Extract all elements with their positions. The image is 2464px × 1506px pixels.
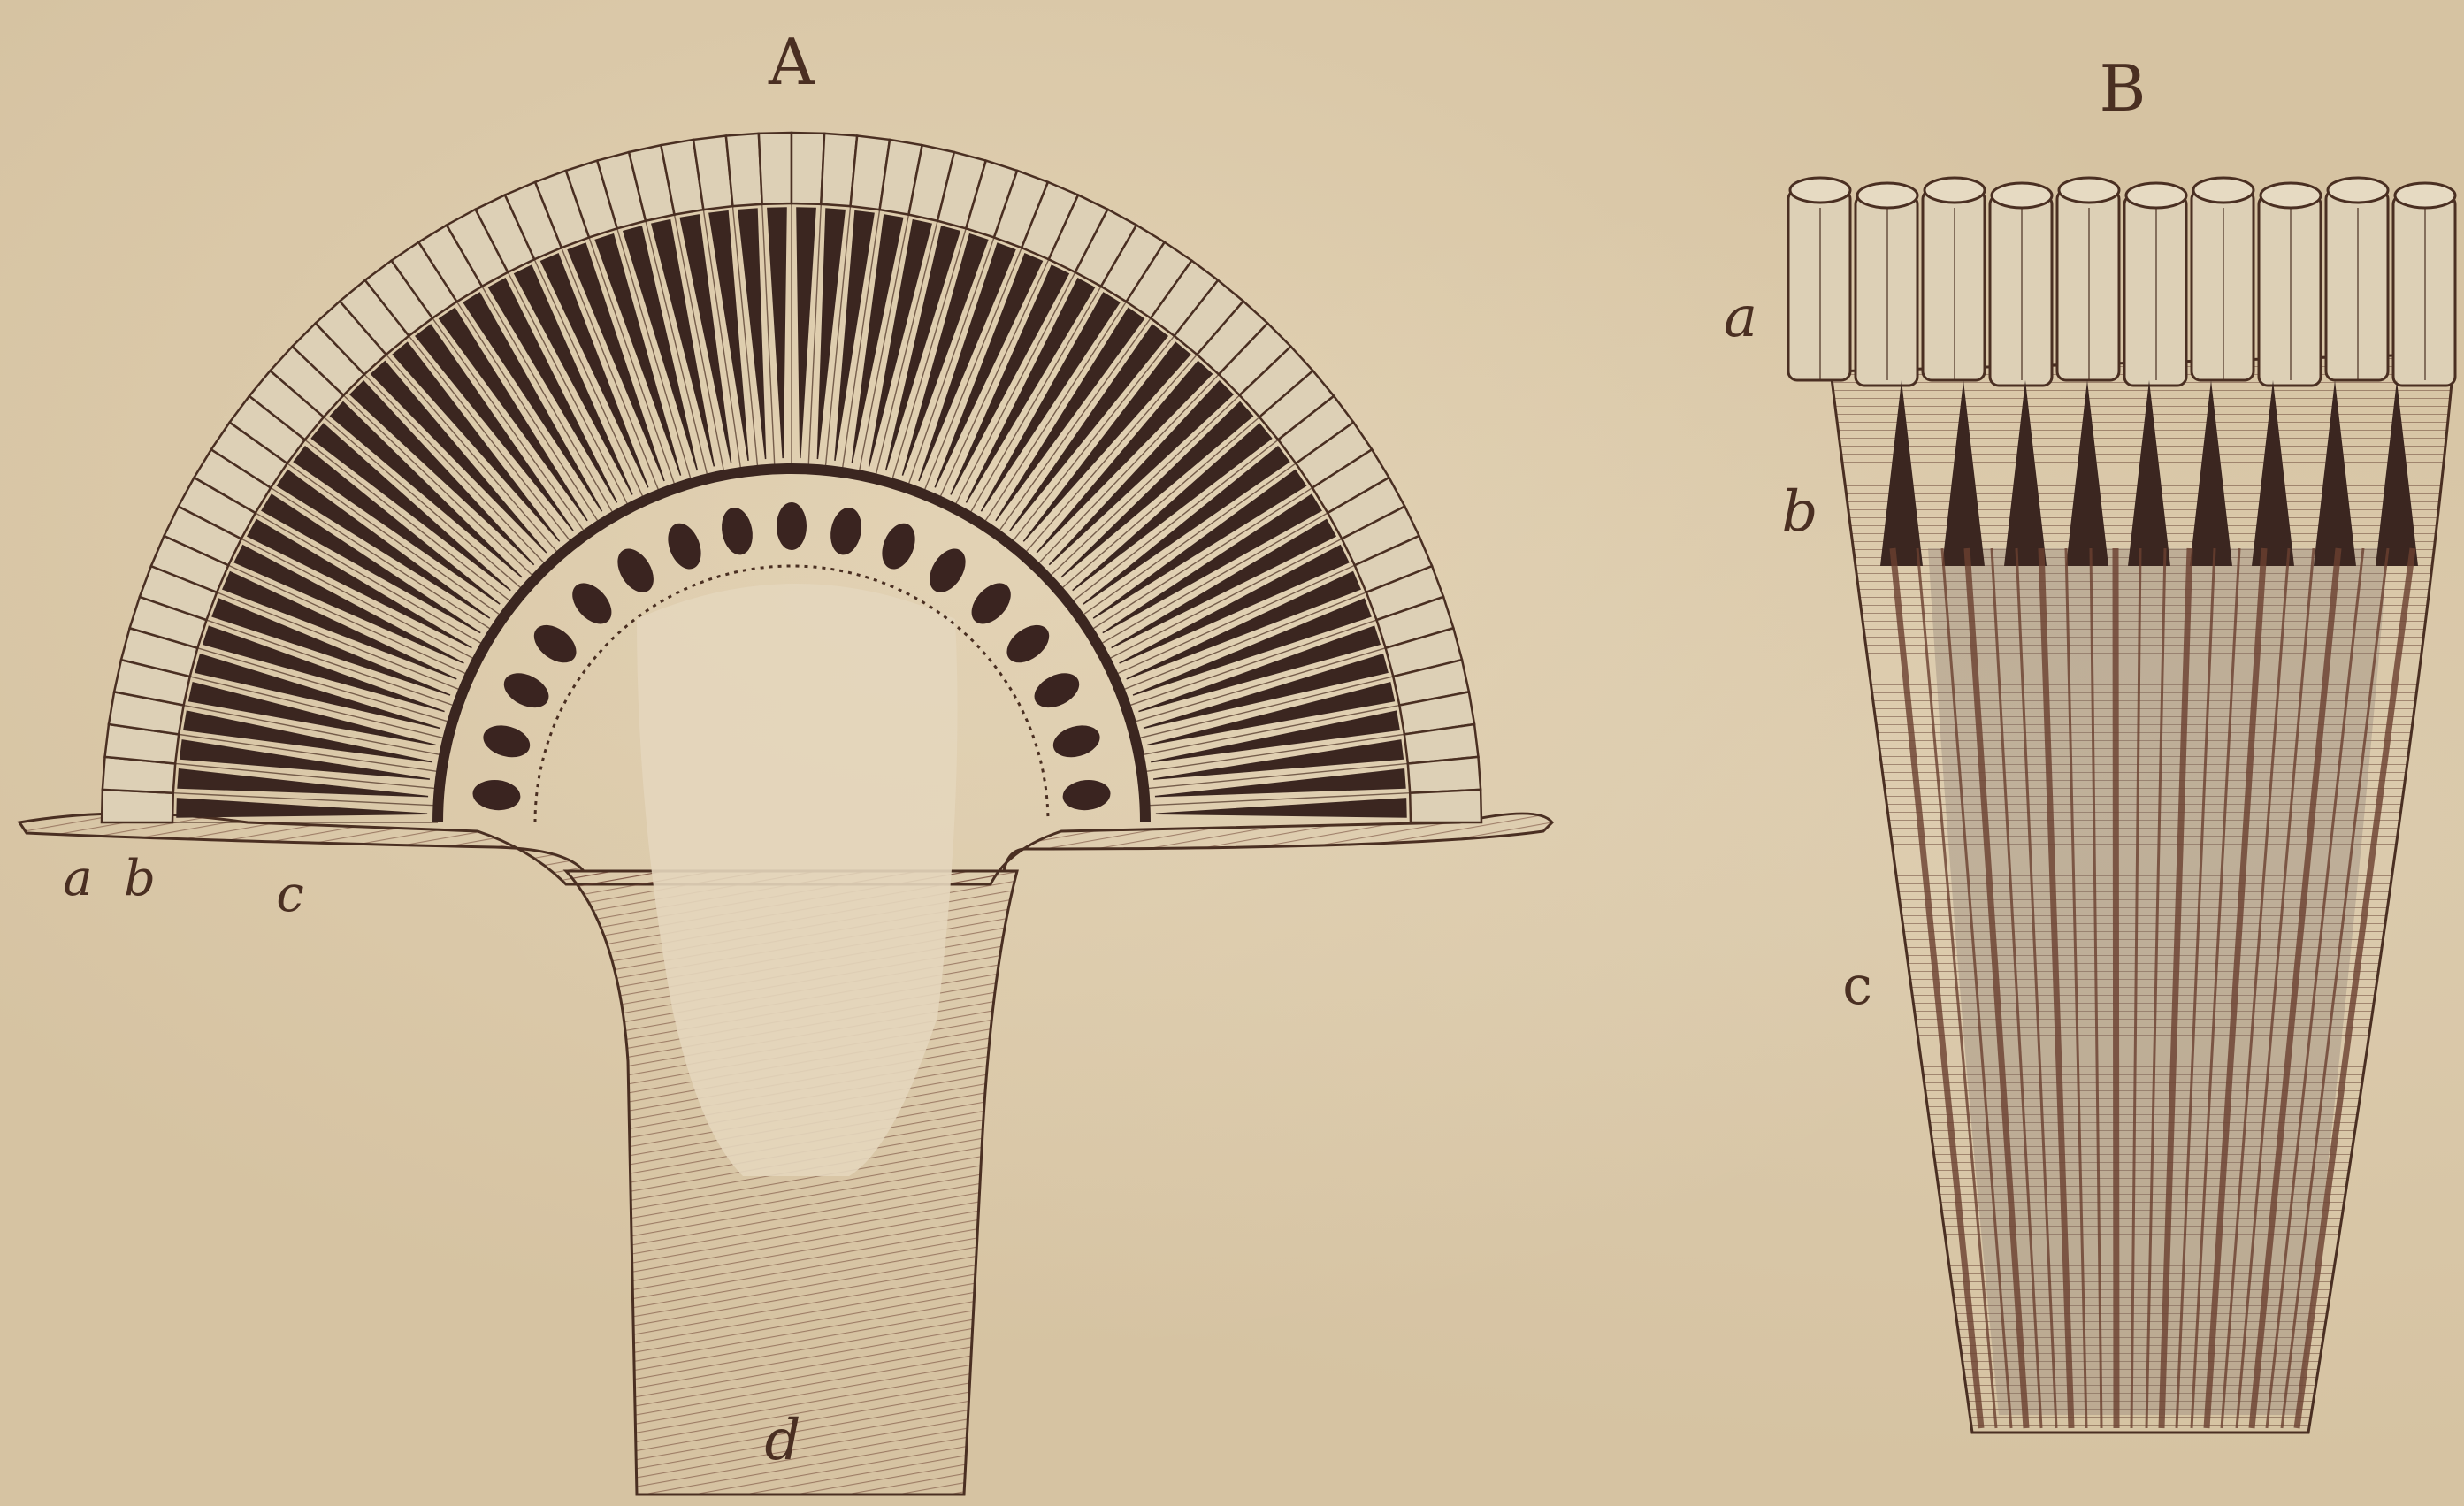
figure-a-label-c: c — [276, 866, 303, 923]
figure-a-title: A — [768, 25, 815, 99]
figure-b-crystalline-cells — [1788, 178, 2455, 386]
cell-top — [2059, 178, 2119, 203]
figure-a-section: A a b c d — [19, 25, 1552, 1495]
nucleus — [662, 518, 707, 574]
figure-b-detail: B a b c — [1724, 51, 2455, 1433]
cell-top — [2126, 183, 2186, 208]
cell-top — [2261, 183, 2321, 208]
nucleus — [610, 542, 661, 599]
nucleus — [777, 502, 807, 550]
figure-b-cones — [1880, 380, 2418, 566]
nucleus — [498, 666, 554, 715]
cone-divider — [324, 417, 524, 591]
cell-top — [2328, 178, 2388, 203]
nucleus — [718, 505, 756, 557]
cone-divider — [386, 355, 560, 555]
cell-top — [2395, 183, 2455, 208]
figure-b-title: B — [2100, 51, 2146, 126]
cone — [1156, 799, 1406, 817]
crystalline-cell — [1408, 757, 1481, 793]
nucleus — [565, 576, 620, 631]
cone — [177, 799, 427, 817]
nucleus — [471, 778, 522, 813]
cell-top — [1790, 178, 1850, 203]
cell-top — [1992, 183, 2052, 208]
crystalline-cell — [759, 133, 792, 204]
cone — [768, 208, 786, 458]
cell-top — [1925, 178, 1985, 203]
figure-b-label-b: b — [1782, 479, 1818, 545]
crystalline-cell — [792, 133, 824, 204]
nucleus — [1050, 721, 1104, 762]
figure-a-label-a: a — [63, 850, 92, 907]
crystalline-cell — [1410, 790, 1481, 822]
figure-a-label-d: d — [765, 1408, 801, 1473]
nucleus — [1061, 778, 1112, 813]
nucleus — [876, 518, 921, 574]
cone — [797, 208, 815, 458]
figure-a-label-b: b — [124, 850, 156, 907]
nucleus — [827, 505, 865, 557]
nucleus — [479, 721, 533, 762]
cell-top — [1857, 183, 1917, 208]
nucleus — [964, 576, 1019, 631]
figure-b-label-c: c — [1842, 955, 1872, 1017]
cone-divider — [1023, 355, 1197, 555]
nucleus — [1029, 666, 1084, 715]
cell-top — [2193, 178, 2254, 203]
nucleus — [922, 542, 973, 599]
figure-b-label-a: a — [1724, 285, 1757, 350]
cone-divider — [1059, 417, 1259, 591]
crystalline-cell — [726, 134, 762, 206]
nucleus — [527, 617, 584, 670]
nucleus — [1000, 617, 1057, 670]
crystalline-cell — [102, 790, 173, 822]
